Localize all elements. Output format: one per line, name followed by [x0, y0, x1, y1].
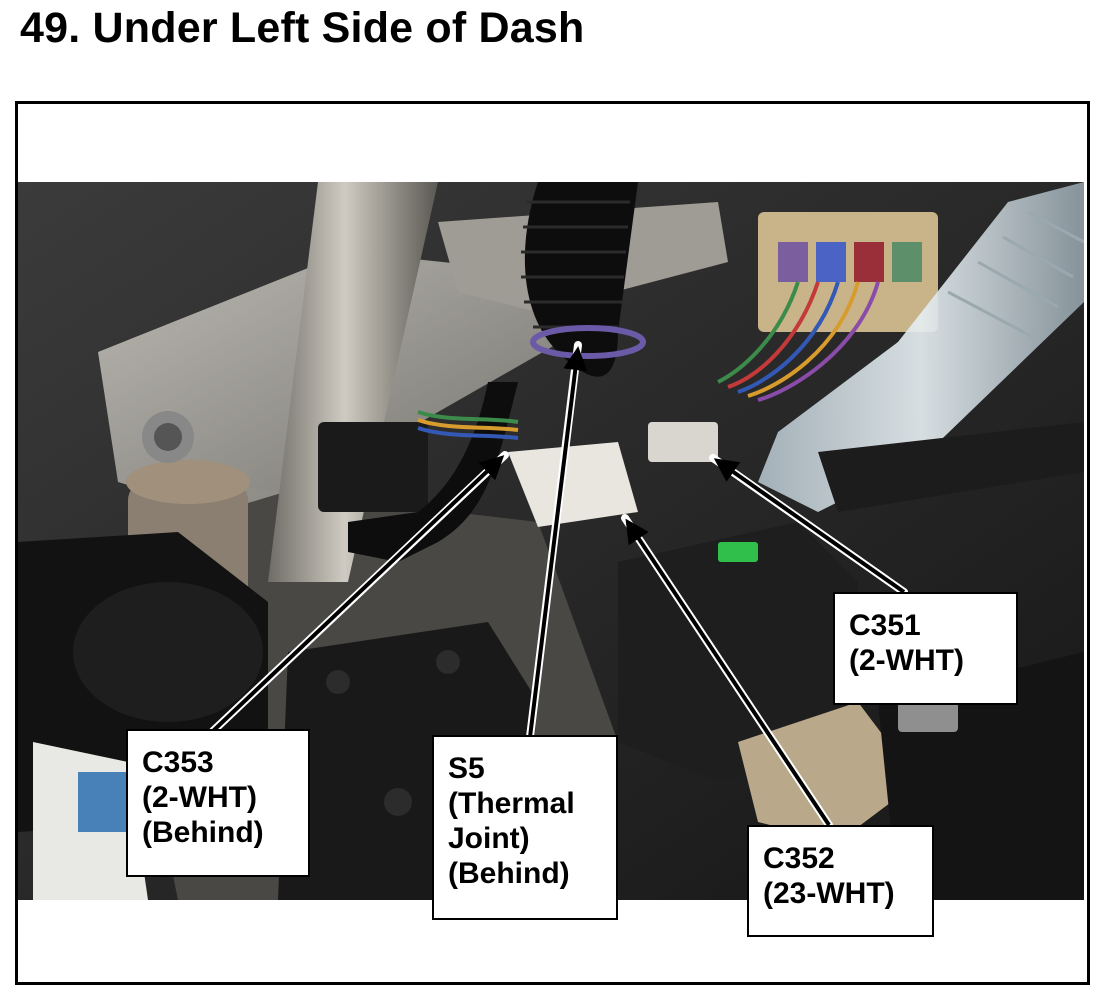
callout-s5-line-1: S5: [448, 752, 485, 785]
page-title: 49. Under Left Side of Dash: [20, 4, 585, 52]
callout-c351-line-1: C351: [849, 609, 921, 642]
callout-c353-line-2: (2-WHT): [142, 781, 257, 815]
callout-s5-line-3: Joint): [448, 822, 530, 856]
callout-c351: C351 (2-WHT): [833, 592, 1018, 705]
callout-c353-line-3: (Behind): [142, 816, 264, 850]
callout-c352: C352 (23-WHT): [747, 825, 934, 937]
callout-c351-line-2: (2-WHT): [849, 644, 964, 678]
callout-s5-line-2: (Thermal: [448, 787, 575, 821]
callout-c352-line-1: C352: [763, 842, 835, 875]
callout-c353-line-1: C353: [142, 746, 214, 779]
callout-c352-line-2: (23-WHT): [763, 877, 895, 911]
callout-s5: S5 (Thermal Joint) (Behind): [432, 735, 618, 920]
callout-s5-line-4: (Behind): [448, 857, 570, 891]
callout-c353: C353 (2-WHT) (Behind): [126, 729, 310, 877]
